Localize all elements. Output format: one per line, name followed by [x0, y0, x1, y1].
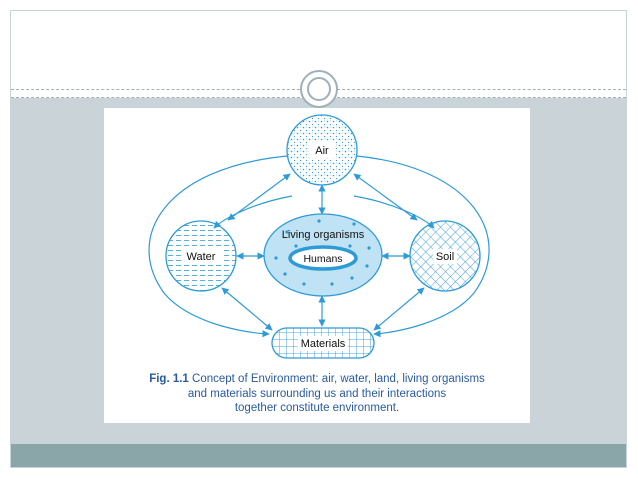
humans-label: Humans	[303, 253, 342, 265]
caption-line-1: Concept of Environment: air, water, land…	[192, 373, 485, 385]
inner-arc	[353, 195, 435, 229]
interaction-arrow	[227, 173, 291, 221]
divider-ornament-icon	[300, 70, 338, 108]
materials-label: Materials	[301, 338, 346, 350]
environment-diagram: Air Water Soil Living organisms Humans	[148, 114, 490, 359]
living-organisms-node: Living organisms Humans	[263, 213, 383, 297]
living-organisms-label: Living organisms	[282, 229, 365, 241]
water-label: Water	[187, 251, 216, 263]
interaction-arrow	[373, 287, 425, 331]
soil-node: Soil	[409, 220, 481, 292]
interaction-arrow	[221, 287, 273, 331]
interaction-arrow	[353, 173, 418, 221]
figure-panel: Air Water Soil Living organisms Humans	[104, 108, 530, 423]
air-node: Air	[286, 114, 358, 186]
figure-caption: Fig. 1.1 Concept of Environment: air, wa…	[104, 372, 530, 416]
caption-line-2: and materials surrounding us and their i…	[187, 387, 447, 400]
air-label: Air	[315, 145, 329, 157]
organism-dots	[274, 219, 371, 286]
soil-label: Soil	[436, 251, 454, 263]
slide-footer-bar	[11, 444, 626, 467]
water-node: Water	[165, 220, 237, 292]
caption-line-3: together constitute environment.	[234, 402, 400, 414]
materials-node: Materials	[271, 327, 375, 359]
figure-number: Fig. 1.1	[149, 373, 189, 385]
